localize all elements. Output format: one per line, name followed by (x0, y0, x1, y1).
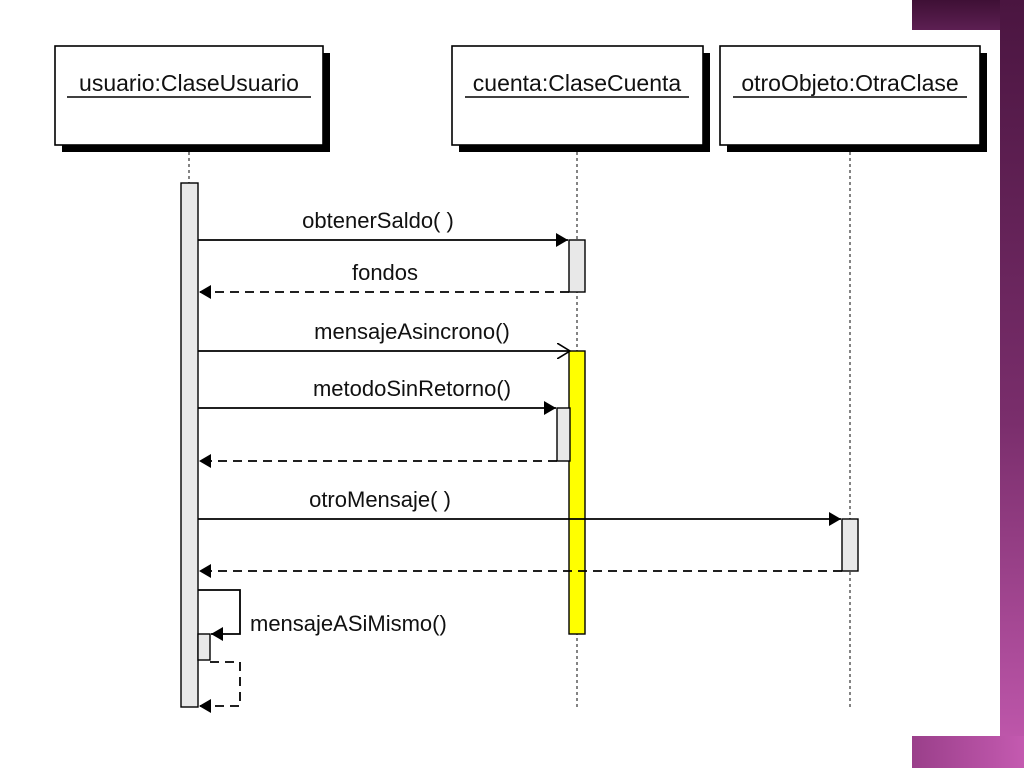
activation-cuenta-sin-retorno (556, 407, 571, 462)
activation-otro (841, 518, 859, 572)
message-label-otro-mensaje: otroMensaje( ) (309, 487, 451, 512)
activation-usuario-self (197, 633, 211, 661)
object-name-usuario: usuario:ClaseUsuario (79, 70, 299, 96)
message-label-metodo-sin-retorno: metodoSinRetorno() (313, 376, 511, 401)
object-name-cuenta: cuenta:ClaseCuenta (473, 70, 682, 96)
message-label-mensaje-asincrono: mensajeAsincrono() (314, 319, 510, 344)
frame-right-band (1000, 0, 1024, 768)
frame-inner-line (992, 30, 1000, 736)
frame-bottom-band (912, 736, 1024, 768)
return-arrow-mensaje-a-si-mismo (199, 661, 241, 713)
message-label-mensaje-a-si-mismo: mensajeASiMismo() (250, 611, 447, 636)
object-box-otro: otroObjeto:OtraClase (719, 45, 987, 152)
object-box-usuario: usuario:ClaseUsuario (54, 45, 330, 152)
message-arrow-mensaje-a-si-mismo (198, 589, 241, 641)
object-box-cuenta: cuenta:ClaseCuenta (451, 45, 710, 152)
message-label-fondos: fondos (352, 260, 418, 285)
activation-usuario (180, 182, 199, 708)
activation-cuenta-async (568, 350, 586, 635)
object-name-otro: otroObjeto:OtraClase (741, 70, 958, 96)
message-label-obtener-saldo: obtenerSaldo( ) (302, 208, 454, 233)
activation-cuenta-saldo (568, 239, 586, 293)
